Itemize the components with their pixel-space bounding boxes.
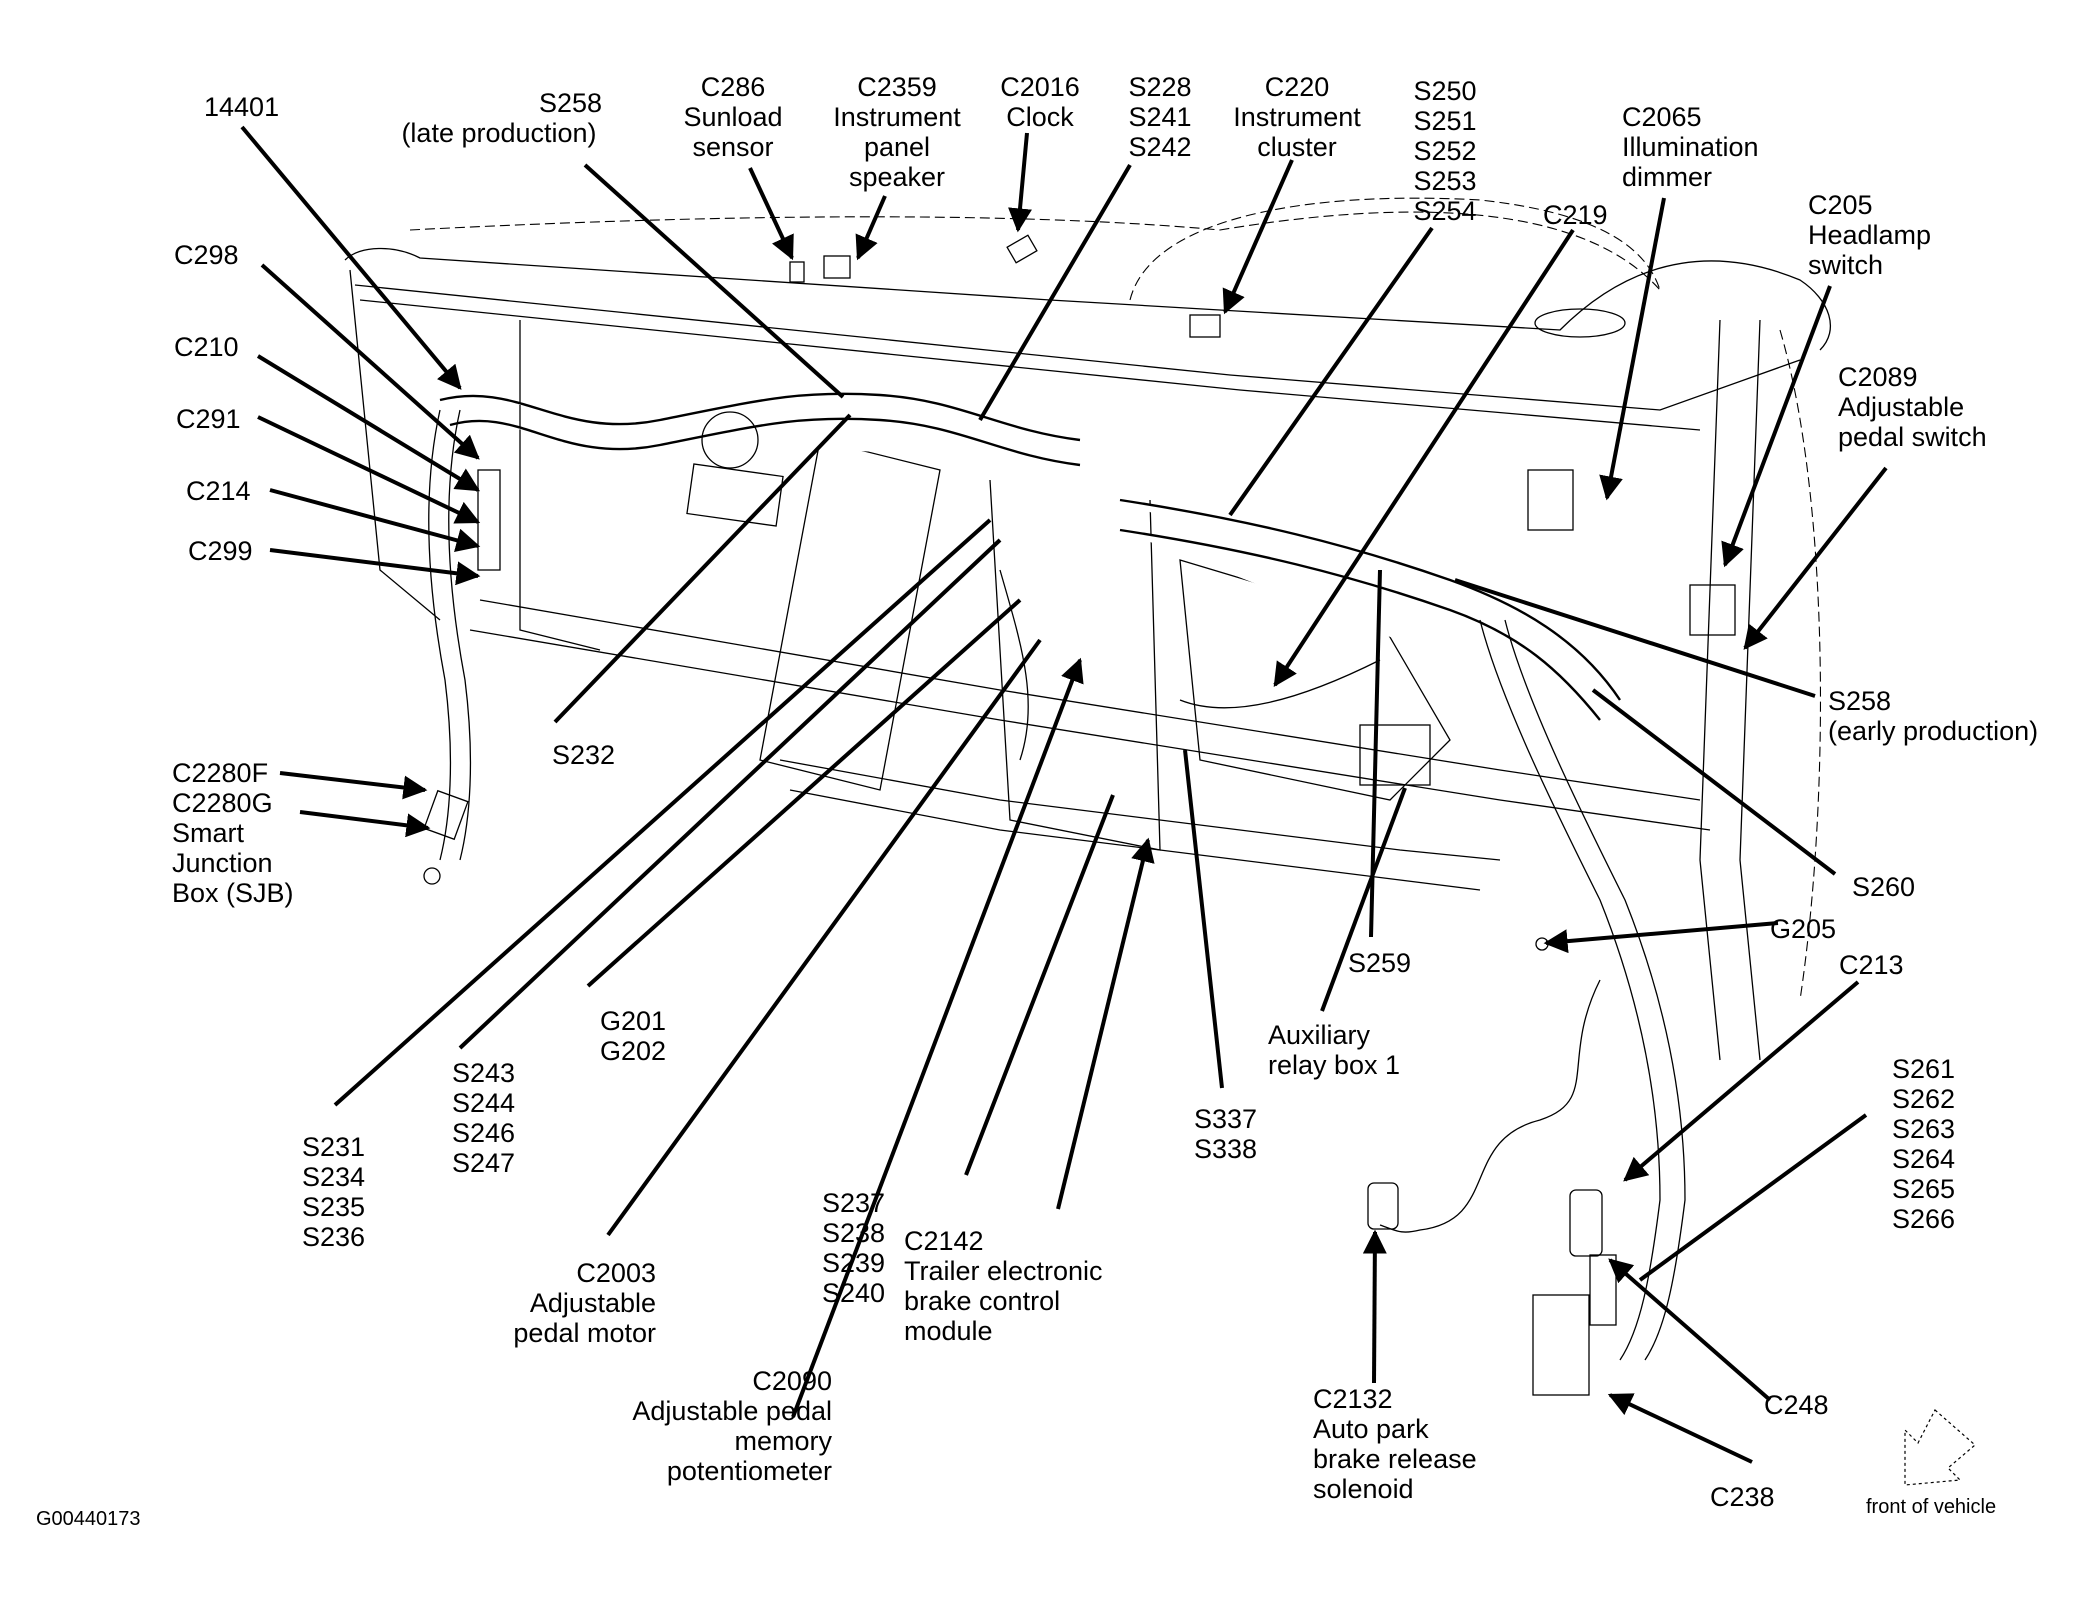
main-harness bbox=[428, 392, 1686, 1361]
c213-connector bbox=[1569, 1189, 1603, 1257]
label-c214: C214 bbox=[186, 476, 251, 506]
label-c219: C219 bbox=[1543, 200, 1608, 230]
label-g205: G205 bbox=[1770, 914, 1837, 944]
sjb-ground-eyelet bbox=[423, 867, 441, 885]
figure-id: G00440173 bbox=[36, 1508, 141, 1530]
illumination-dimmer bbox=[1527, 469, 1574, 531]
headlamp-switch bbox=[1689, 584, 1736, 636]
front-of-vehicle-label: front of vehicle bbox=[1866, 1496, 1997, 1518]
c248-connector bbox=[1589, 1254, 1617, 1326]
label-c248: C248 bbox=[1764, 1390, 1829, 1420]
front-of-vehicle-arrow-icon bbox=[1904, 1409, 1976, 1486]
label-s258-early: S258(early production) bbox=[1828, 686, 2039, 746]
clock-connector bbox=[1006, 234, 1038, 264]
label-s232: S232 bbox=[552, 740, 616, 770]
label-s260: S260 bbox=[1852, 872, 1916, 902]
label-s258-late: S258(late production) bbox=[401, 88, 602, 148]
label-c298: C298 bbox=[174, 240, 239, 270]
c210-connector-block bbox=[477, 469, 501, 571]
label-14401: 14401 bbox=[204, 92, 280, 122]
leader-lines bbox=[240, 125, 1888, 1464]
speaker-connector bbox=[823, 255, 851, 279]
label-c210: C210 bbox=[174, 332, 239, 362]
cluster-connector bbox=[1189, 314, 1221, 338]
c2132-connector bbox=[1367, 1182, 1399, 1230]
sunload-sensor bbox=[789, 261, 805, 283]
label-s259: S259 bbox=[1348, 948, 1412, 978]
instrument-panel-outline bbox=[344, 197, 1831, 1061]
aux-relay-box bbox=[1359, 724, 1431, 786]
c238-connector bbox=[1532, 1294, 1590, 1396]
label-c238: C238 bbox=[1710, 1482, 1775, 1512]
label-c299: C299 bbox=[188, 536, 253, 566]
blower-housing bbox=[701, 411, 759, 469]
label-c291: C291 bbox=[176, 404, 241, 434]
sjb-connectors bbox=[423, 789, 469, 841]
components bbox=[423, 234, 1736, 1396]
label-c213: C213 bbox=[1839, 950, 1904, 980]
